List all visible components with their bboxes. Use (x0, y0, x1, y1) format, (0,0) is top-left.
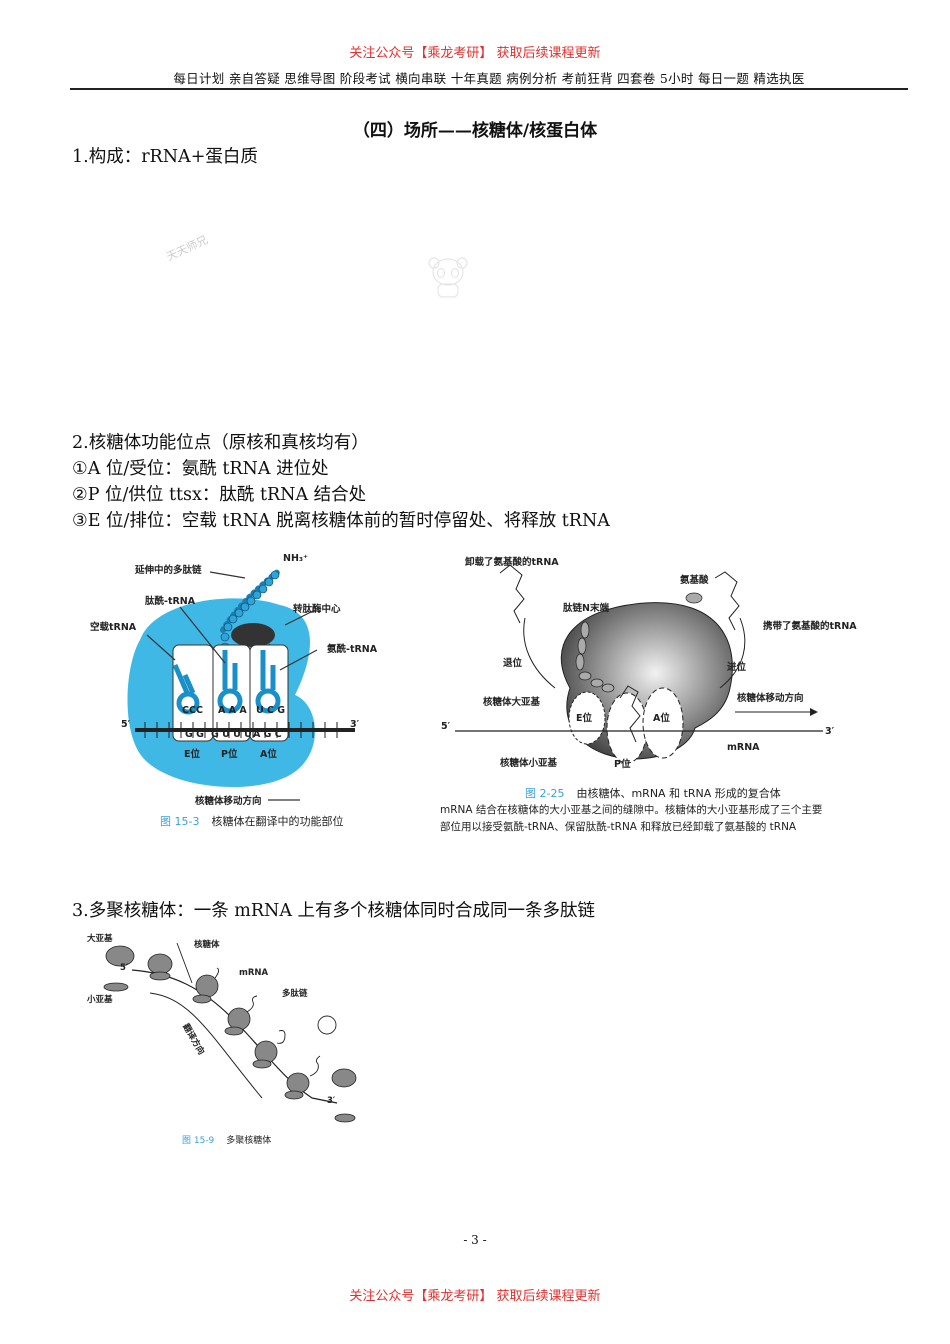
panda-watermark-icon (428, 257, 468, 298)
label-3prime: 3′ (327, 1096, 336, 1106)
ribosome-diagram (127, 567, 355, 801)
label-3prime: 3′ (350, 719, 360, 730)
figure2-caption: 图 2-25 由核糖体、mRNA 和 tRNA 形成的复合体 (525, 785, 781, 801)
label-codon-p: G U U U (211, 729, 252, 740)
figure3-caption: 图 15-9 多聚核糖体 (182, 1133, 271, 1146)
label-small-subunit: 小亚基 (87, 995, 113, 1005)
figure1-caption: 图 15-3 核糖体在翻译中的功能部位 (160, 813, 343, 829)
figure1-caption-text: 核糖体在翻译中的功能部位 (211, 815, 344, 828)
figure-trna-complex: 卸载了氨基酸的tRNA 氨基酸 肽链N末端 携带了氨基酸的tRNA 退位 进位 … (435, 548, 865, 838)
label-e-site: E位 (576, 713, 592, 724)
figure3-caption-text: 多聚核糖体 (226, 1136, 272, 1146)
label-transferase: 转肽酶中心 (293, 604, 341, 615)
label-5prime: 5′ (441, 721, 451, 732)
label-p-site: P位 (221, 749, 238, 760)
label-3prime: 3′ (825, 726, 835, 737)
header-nav: 每日计划 亲自答疑 思维导图 阶段考试 横向串联 十年真题 病例分析 考前狂背 … (173, 71, 805, 86)
figure2-caption-number: 图 2-25 (525, 787, 565, 800)
watermark-text: 天天师兄 (164, 233, 210, 264)
label-anticodon-p: A A A (218, 705, 247, 716)
label-small-subunit: 核糖体小亚基 (500, 758, 558, 769)
label-nh3: NH₃⁺ (283, 553, 309, 564)
label-empty-trna: 空载tRNA (90, 622, 137, 633)
label-anticodon-a: U C G (256, 705, 286, 716)
site-e-item: ③E 位/排位：空载 tRNA 脱离核糖体前的暂时停留处、将释放 tRNA (72, 511, 610, 531)
figure2-desc-line1: mRNA 结合在核糖体的大小亚基之间的缝隙中。核糖体的大小亚基形成了三个主要 (440, 804, 823, 816)
section-title: （四）场所——核糖体/核蛋白体 (352, 121, 598, 141)
figure2-caption-text: 由核糖体、mRNA 和 tRNA 形成的复合体 (576, 787, 781, 800)
label-e-site: E位 (184, 749, 200, 760)
section-2-heading: 2.核糖体功能位点（原核和真核均有） (72, 433, 369, 453)
label-n-terminus: 肽链N末端 (563, 603, 609, 614)
label-unloaded-trna: 卸载了氨基酸的tRNA (465, 557, 559, 568)
label-exit: 退位 (503, 658, 523, 669)
site-a-item: ①A 位/受位：氨酰 tRNA 进位处 (72, 459, 329, 479)
label-aminoacyl-trna: 氨酰-tRNA (327, 644, 378, 655)
figure2-desc-line2: 部位用以接受氨酰-tRNA、保留肽酰-tRNA 和释放已经卸载了氨基酸的 tRN… (440, 821, 797, 833)
label-mrna: mRNA (239, 968, 269, 978)
label-5prime: 5′ (120, 963, 129, 973)
footer-promo: 关注公众号【乘龙考研】 获取后续课程更新 (349, 1289, 601, 1304)
label-mrna: mRNA (727, 742, 760, 753)
section-1: 1.构成：rRNA+蛋白质 (72, 147, 258, 167)
label-peptidyl-trna: 肽酰-tRNA (145, 596, 196, 607)
label-charged-trna: 携带了氨基酸的tRNA (763, 621, 857, 632)
label-large-subunit: 大亚基 (87, 934, 113, 944)
label-enter: 进位 (727, 662, 747, 673)
polysome-diagram (103, 942, 357, 1123)
label-5prime: 5′ (121, 719, 131, 730)
label-p-site: P位 (614, 759, 631, 770)
label-amino-acid: 氨基酸 (680, 575, 709, 586)
label-polypeptide: 多肽链 (282, 989, 308, 999)
section-3: 3.多聚核糖体：一条 mRNA 上有多个核糖体同时合成同一条多肽链 (72, 901, 596, 921)
label-large-subunit: 核糖体大亚基 (483, 697, 541, 708)
figure1-caption-number: 图 15-3 (160, 815, 200, 828)
complex-diagram (455, 564, 823, 764)
label-codon-a: A G C (253, 729, 282, 740)
label-a-site: A位 (653, 713, 670, 724)
label-codon-e: G G (185, 729, 204, 740)
label-ribosome: 核糖体 (194, 940, 220, 950)
label-a-site: A位 (260, 749, 277, 760)
label-anticodon-e: CCC (182, 705, 203, 716)
figure3-caption-number: 图 15-9 (182, 1136, 215, 1146)
header-promo: 关注公众号【乘龙考研】 获取后续课程更新 (349, 46, 601, 61)
label-direction: 核糖体移动方向 (737, 693, 804, 704)
label-direction: 核糖体移动方向 (195, 796, 262, 807)
page-number: - 3 - (463, 1233, 487, 1247)
site-p-item: ②P 位/供位 ttsx：肽酰 tRNA 结合处 (72, 485, 367, 505)
figure-ribosome-sites: 延伸中的多肽链 NH₃⁺ 肽酰-tRNA 转肽酶中心 空载tRNA 氨酰-tRN… (85, 545, 378, 835)
header-rule (70, 88, 908, 90)
label-polypeptide: 延伸中的多肽链 (135, 565, 202, 576)
